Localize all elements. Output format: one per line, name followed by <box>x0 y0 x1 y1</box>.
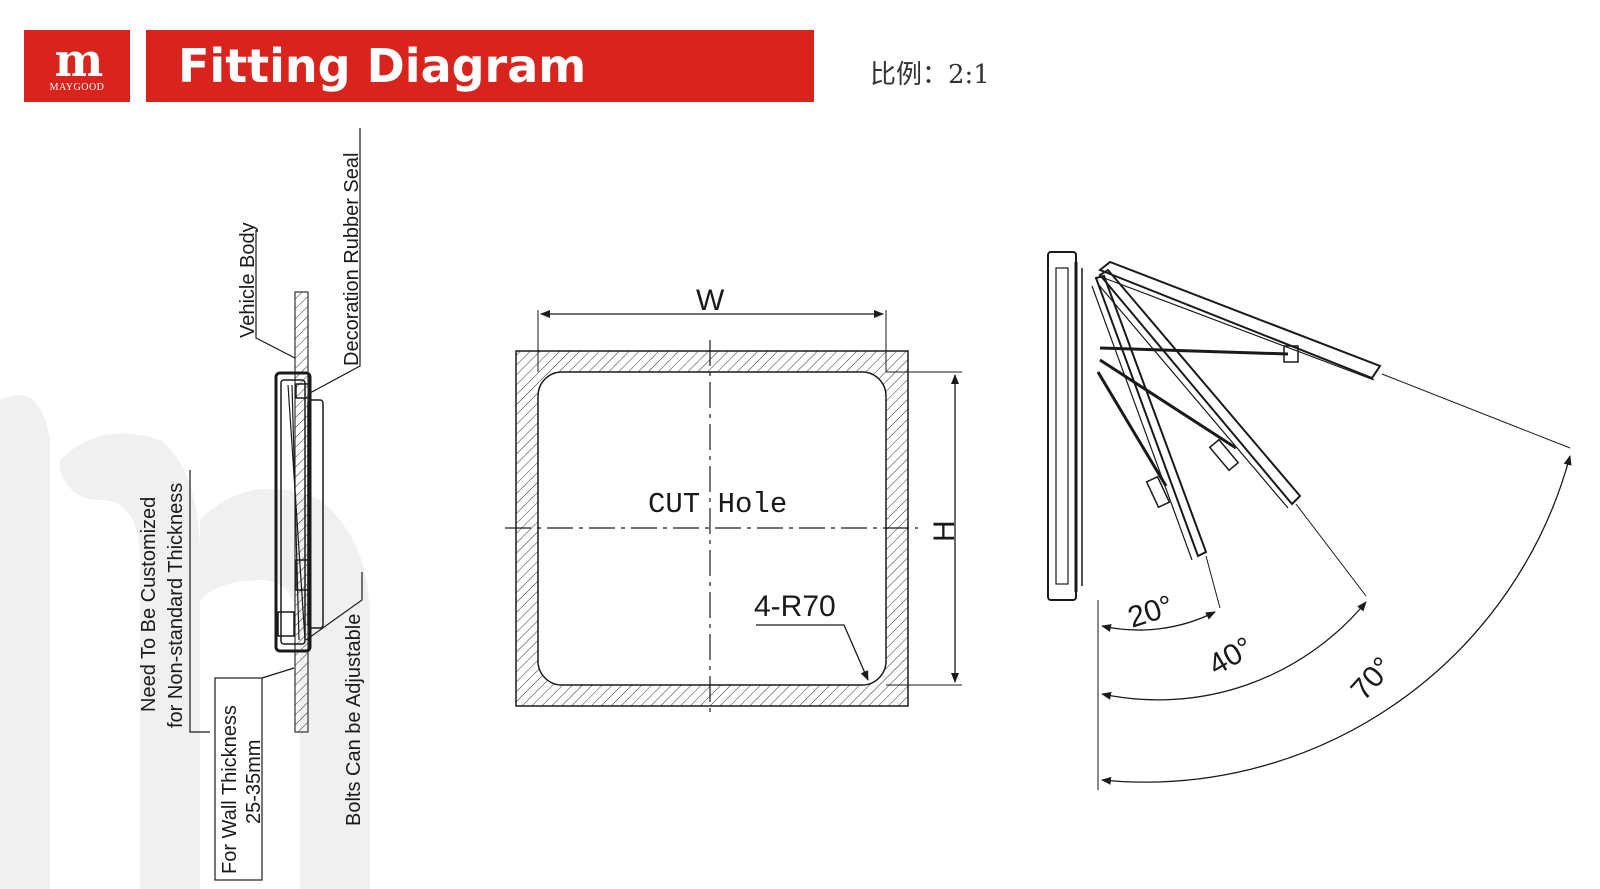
side-section-view: Vehicle Body Decoration Rubber Seal Need… <box>138 128 365 881</box>
label-custom-line1: Need To Be Customized <box>138 497 160 712</box>
scale-label: 比例：2:1 <box>870 60 990 90</box>
label-bolts: Bolts Can be Adjustable <box>343 614 365 826</box>
cut-hole-view: W H CUT Hole 4-R70 <box>505 284 962 716</box>
outer-pane <box>307 399 324 629</box>
label-wall-line1: For Wall Thickness <box>219 705 241 874</box>
bolt-block <box>277 611 295 637</box>
window-frame-outer <box>274 371 312 653</box>
frame-profile <box>1047 251 1077 601</box>
logo-mark: m <box>54 32 104 87</box>
label-angle-70: 70° <box>1345 651 1400 707</box>
label-cut-hole: CUT Hole <box>648 488 787 521</box>
corner-radius-leader <box>756 624 869 681</box>
bracket <box>295 559 311 591</box>
window-frame-inner <box>280 379 306 645</box>
wall-thickness-box <box>214 677 263 881</box>
pane-open-40 <box>1098 268 1302 506</box>
label-width: W <box>696 284 725 317</box>
opening-angle-view <box>1047 251 1572 790</box>
label-angle-40: 40° <box>1203 631 1259 682</box>
title-bar: Fitting Diagram <box>146 30 814 102</box>
arc-70 <box>1101 455 1572 785</box>
pane-open-20 <box>1094 274 1208 558</box>
label-custom-line2: for Non-standard Thickness <box>165 483 187 728</box>
label-wall-line2: 25-35mm <box>243 740 265 824</box>
brand-logo: m MAYGOOD <box>24 30 130 102</box>
pane-open-70 <box>1098 260 1382 380</box>
logo-brand-name: MAYGOOD <box>49 81 105 93</box>
label-rubber-seal: Decoration Rubber Seal <box>341 153 363 366</box>
label-vehicle-body: Vehicle Body <box>237 222 259 338</box>
label-height: H <box>928 520 961 542</box>
label-corner-radius: 4-R70 <box>754 590 836 623</box>
seal-clip <box>295 383 311 399</box>
page-title: Fitting Diagram <box>178 39 587 93</box>
watermark-logo <box>0 395 370 889</box>
